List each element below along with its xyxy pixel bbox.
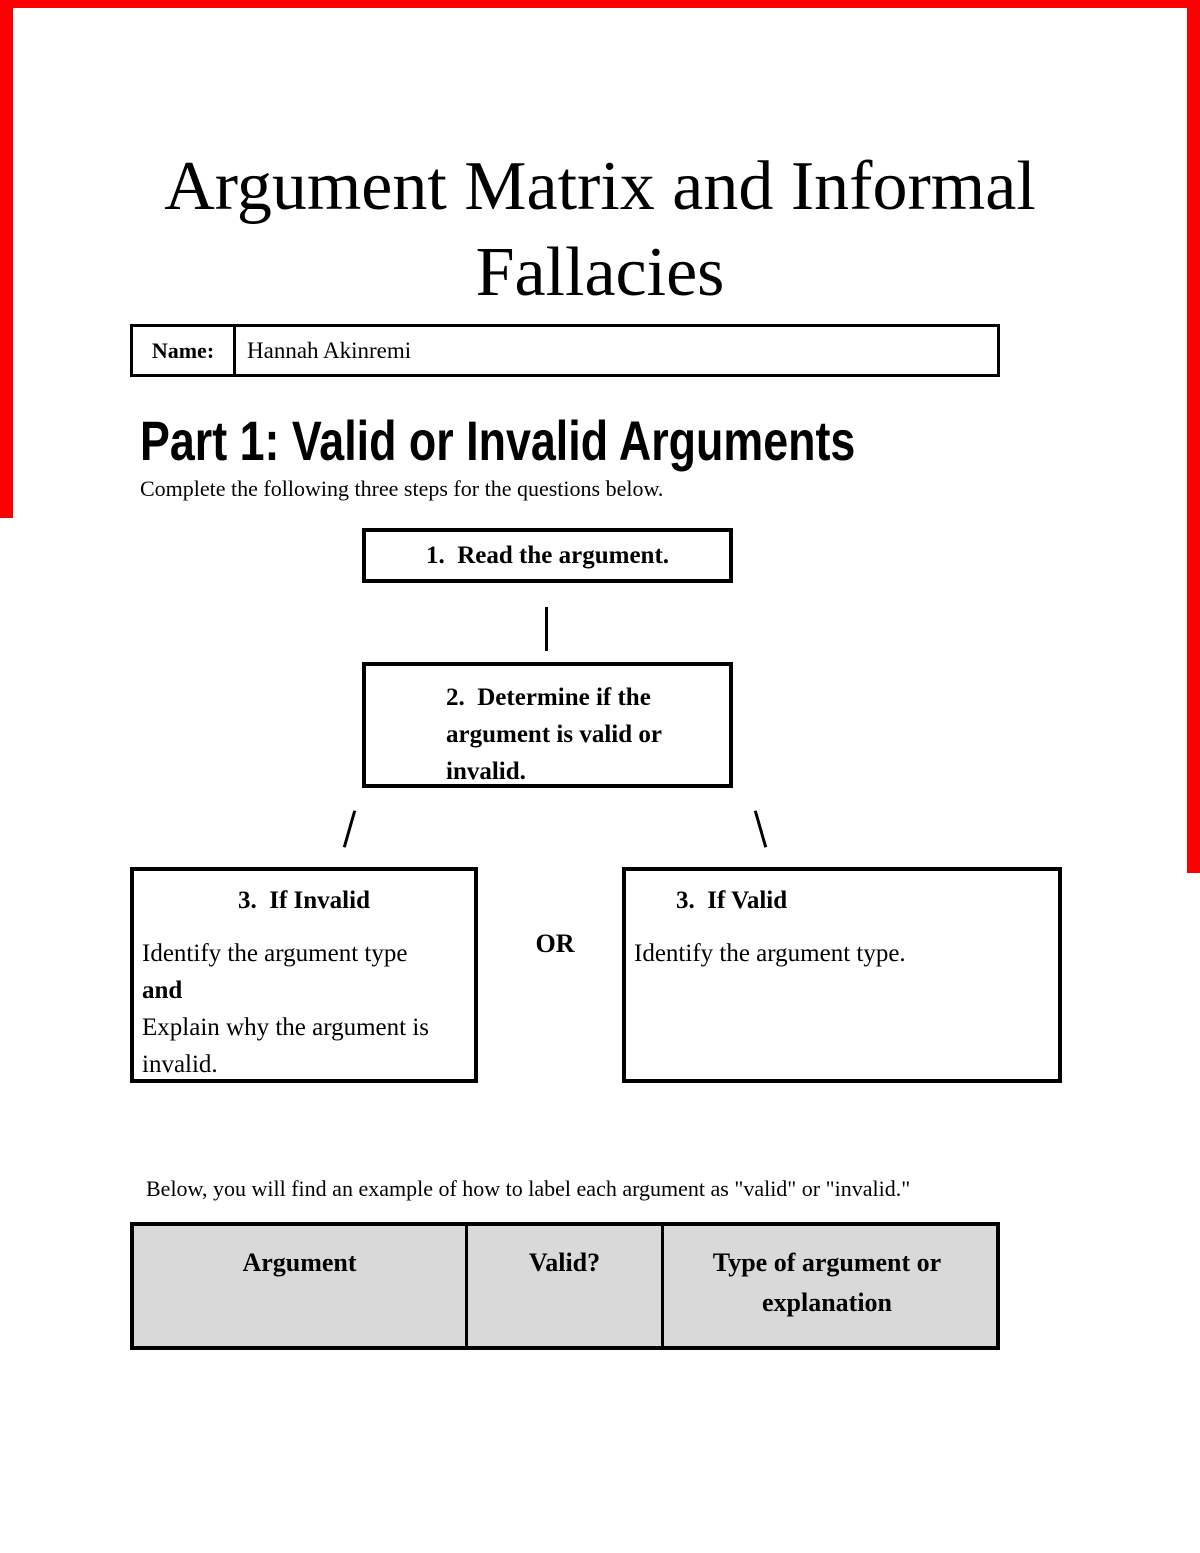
example-table-header-row: Argument Valid? Type of argument or expl… bbox=[130, 1222, 1000, 1350]
flowchart-if-valid-box: 3. If Valid Identify the argument type. bbox=[622, 867, 1062, 1083]
red-right-edge-bar bbox=[1187, 0, 1200, 873]
flowchart-right-branch-line bbox=[753, 810, 768, 848]
flowchart-step2-line3: invalid. bbox=[446, 758, 526, 785]
flowchart-step2-box: 2. Determine if the argument is valid or… bbox=[362, 662, 733, 788]
flowchart-step2-line1: 2. Determine if the bbox=[446, 684, 651, 711]
flowchart-if-invalid-box: 3. If Invalid Identify the argument type… bbox=[130, 867, 478, 1083]
if-invalid-body-line4: invalid. bbox=[142, 1051, 218, 1078]
table-header-argument: Argument bbox=[134, 1226, 468, 1346]
flowchart-left-branch-line bbox=[342, 810, 357, 848]
name-field: Name: Hannah Akinremi bbox=[130, 324, 1000, 377]
table-header-valid: Valid? bbox=[468, 1226, 664, 1346]
part1-intro: Complete the following three steps for t… bbox=[140, 476, 664, 501]
document-title-line1: Argument Matrix and Informal bbox=[164, 148, 1036, 225]
if-invalid-body-line1: Identify the argument type bbox=[142, 940, 408, 967]
if-valid-body-line1: Identify the argument type. bbox=[634, 940, 906, 967]
name-label: Name: bbox=[133, 327, 236, 374]
red-top-edge-bar bbox=[0, 0, 1200, 8]
if-valid-body: Identify the argument type. bbox=[626, 935, 1058, 972]
if-invalid-body-line2: and bbox=[142, 977, 183, 1004]
if-invalid-heading: 3. If Invalid bbox=[238, 887, 370, 914]
red-left-edge-bar bbox=[0, 0, 13, 518]
flowchart-step2-line2: argument is valid or bbox=[446, 721, 662, 748]
flowchart-connector-line bbox=[545, 607, 548, 651]
document-title-line2: Fallacies bbox=[475, 234, 725, 311]
document-title: Argument Matrix and Informal Fallacies bbox=[0, 144, 1200, 316]
flowchart-step1-text: 1. Read the argument. bbox=[425, 541, 670, 569]
example-note: Below, you will find an example of how t… bbox=[146, 1176, 911, 1201]
flowchart-step1-box: 1. Read the argument. bbox=[362, 528, 733, 583]
if-invalid-body: Identify the argument type and Explain w… bbox=[134, 935, 474, 1083]
name-value: Hannah Akinremi bbox=[247, 337, 412, 363]
or-label: OR bbox=[535, 929, 575, 958]
part1-heading: Part 1: Valid or Invalid Arguments bbox=[140, 409, 856, 472]
if-invalid-body-line3: Explain why the argument is bbox=[142, 1014, 429, 1041]
if-valid-heading: 3. If Valid bbox=[676, 887, 788, 914]
table-header-type: Type of argument or explanation bbox=[712, 1248, 942, 1317]
